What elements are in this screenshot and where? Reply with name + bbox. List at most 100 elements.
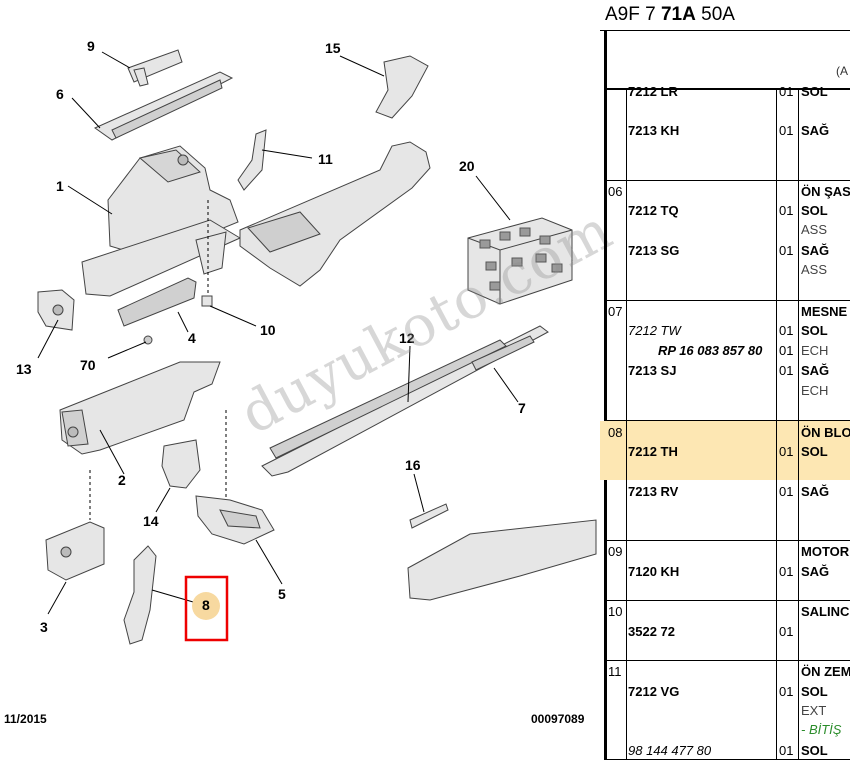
callout-70[interactable]: 70	[80, 357, 96, 373]
row-number: 07	[608, 304, 623, 319]
callout-6[interactable]: 6	[56, 86, 64, 102]
part-7-drawing	[471, 335, 535, 371]
part-10-drawing	[201, 295, 213, 307]
exploded-view-drawing	[37, 49, 597, 645]
part-qty: 01	[779, 84, 794, 99]
part-qty: 01	[779, 363, 794, 378]
title-divider	[600, 30, 850, 31]
part-desc: ECH	[801, 343, 829, 358]
part-ref: 7212 TQ	[628, 203, 679, 218]
callout-8[interactable]: 8	[202, 597, 210, 613]
catalog-title: A9F 7 71A 50A	[605, 4, 735, 26]
part-13-drawing	[37, 289, 75, 331]
part-1-drawing	[81, 145, 242, 297]
part-desc: SOL	[801, 203, 828, 218]
part-ref: RP 16 083 857 80	[658, 343, 763, 358]
selected-row-highlight	[600, 421, 850, 480]
part-ref: 7212 TH	[628, 444, 678, 459]
callout-11[interactable]: 11	[318, 151, 333, 167]
part-note: ECH	[801, 383, 829, 398]
part-desc: SAĞ	[801, 123, 830, 138]
part-desc: SOL	[801, 84, 828, 99]
row-title: MESNE	[801, 304, 848, 319]
part-15-drawing	[375, 55, 429, 119]
parts-diagram: 9 15 6 1 11 20 10 13 4 70 12 7 2 14 16 5…	[4, 38, 623, 726]
row-title: ÖN BLO	[801, 425, 850, 440]
part-20-drawing	[467, 217, 573, 305]
part-desc: SAĞ	[801, 363, 830, 378]
part-9-drawing	[127, 49, 183, 87]
part-ref: 3522 72	[628, 624, 675, 639]
part-desc: SOL	[801, 684, 828, 699]
part-desc: SAĞ	[801, 484, 830, 499]
title-prefix: A9F 7	[605, 4, 661, 25]
col-rule-3	[798, 90, 799, 760]
callout-1[interactable]: 1	[56, 178, 64, 194]
callout-14[interactable]: 14	[143, 513, 159, 529]
part-4-drawing	[117, 277, 197, 327]
row-number: 10	[608, 604, 623, 619]
part-11-drawing	[237, 129, 267, 191]
row-divider	[604, 660, 850, 661]
selected-callout-box	[184, 575, 229, 642]
callout-16[interactable]: 16	[405, 457, 421, 473]
part-ref: 7213 KH	[628, 123, 680, 138]
part-desc: SAĞ	[801, 243, 830, 258]
row-title: ÖN ZEM	[801, 664, 850, 679]
part-desc: SOL	[801, 444, 828, 459]
part-16-drawing	[407, 503, 597, 601]
row-number: 09	[608, 544, 623, 559]
header-fragment: (A	[836, 64, 848, 78]
part-qty: 01	[779, 564, 794, 579]
part-ref: 7212 VG	[628, 684, 680, 699]
part-note: ASS	[801, 222, 828, 237]
part-qty: 01	[779, 343, 794, 358]
callout-7[interactable]: 7	[518, 400, 526, 416]
part-note: ASS	[801, 262, 828, 277]
part-5-drawing	[195, 495, 275, 545]
row-title: MOTOR	[801, 544, 850, 559]
callout-4[interactable]: 4	[188, 330, 196, 346]
part-8-drawing	[123, 545, 157, 645]
callout-12[interactable]: 12	[399, 330, 415, 346]
part-qty: 01	[779, 743, 794, 758]
callout-20[interactable]: 20	[459, 158, 475, 174]
row-number: 11	[608, 664, 622, 679]
callout-10[interactable]: 10	[260, 322, 276, 338]
diagram-code: 00097089	[531, 712, 585, 726]
row-number: 06	[608, 184, 623, 199]
part-ref: 7213 RV	[628, 484, 679, 499]
part-desc: SOL	[801, 743, 828, 758]
part-qty: 01	[779, 203, 794, 218]
callout-5[interactable]: 5	[278, 586, 286, 602]
header-divider	[604, 88, 850, 90]
row-divider	[604, 300, 850, 301]
part-ref: 7212 LR	[628, 84, 678, 99]
callout-3[interactable]: 3	[40, 619, 48, 635]
part-6-drawing	[93, 71, 234, 141]
part-14-drawing	[161, 439, 201, 489]
part-3-drawing	[45, 521, 105, 581]
row-divider	[604, 180, 850, 181]
callout-9[interactable]: 9	[87, 38, 95, 54]
part-qty: 01	[779, 624, 794, 639]
part-desc: SAĞ	[801, 564, 830, 579]
row-divider	[604, 420, 850, 421]
callout-2[interactable]: 2	[118, 472, 126, 488]
callout-15[interactable]: 15	[325, 40, 341, 56]
part-qty: 01	[779, 444, 794, 459]
part-qty: 01	[779, 684, 794, 699]
row-number: 08	[608, 425, 623, 440]
col-rule-2	[776, 90, 777, 760]
part-qty: 01	[779, 243, 794, 258]
part-qty: 01	[779, 484, 794, 499]
parts-table-panel: A9F 7 71A 50A (A 7212 LR 01 SOL 7213 KH …	[600, 0, 850, 774]
part-qty: 01	[779, 123, 794, 138]
row-title: SALINC	[801, 604, 850, 619]
title-bold: 71A	[660, 4, 696, 25]
table-bottom-border	[604, 759, 850, 760]
part-ref: 98 144 477 80	[628, 743, 712, 758]
diagram-date: 11/2015	[4, 712, 47, 726]
col-rule-1	[626, 90, 627, 760]
callout-13[interactable]: 13	[16, 361, 32, 377]
